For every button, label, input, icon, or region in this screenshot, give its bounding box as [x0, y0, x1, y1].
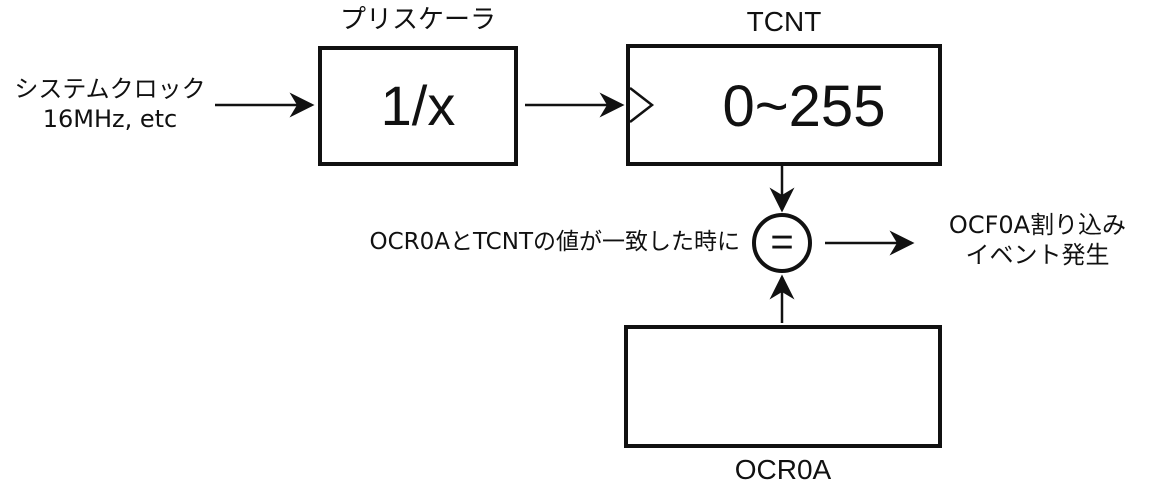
clock-source-line2: 16MHz, etc	[42, 104, 178, 133]
tcnt-title: TCNT	[746, 6, 822, 37]
ocr0a-box	[624, 325, 942, 448]
tcnt-range: 0~255	[722, 74, 886, 139]
match-condition-label: OCR0AとTCNTの値が一致した時に	[369, 229, 740, 255]
comparator-circle	[752, 213, 812, 273]
clock-input-triangle	[629, 87, 655, 123]
ocr0a-label: OCR0A	[734, 454, 832, 485]
interrupt-event-line2: イベント発生	[965, 240, 1110, 269]
prescaler-ratio: 1/x	[380, 74, 456, 137]
clock-source-label: システムクロック 16MHz, etc	[4, 75, 216, 133]
comparator-symbol: =	[770, 220, 794, 264]
clock-source-line1: システムクロック	[14, 75, 206, 103]
tcnt-box: 0~255	[626, 44, 942, 166]
interrupt-event-label: OCF0A割り込み イベント発生	[925, 211, 1150, 269]
prescaler-box: 1/x	[318, 46, 518, 166]
interrupt-event-line1: OCF0A割り込み	[948, 211, 1127, 239]
prescaler-title: プリスケーラ	[339, 5, 496, 35]
